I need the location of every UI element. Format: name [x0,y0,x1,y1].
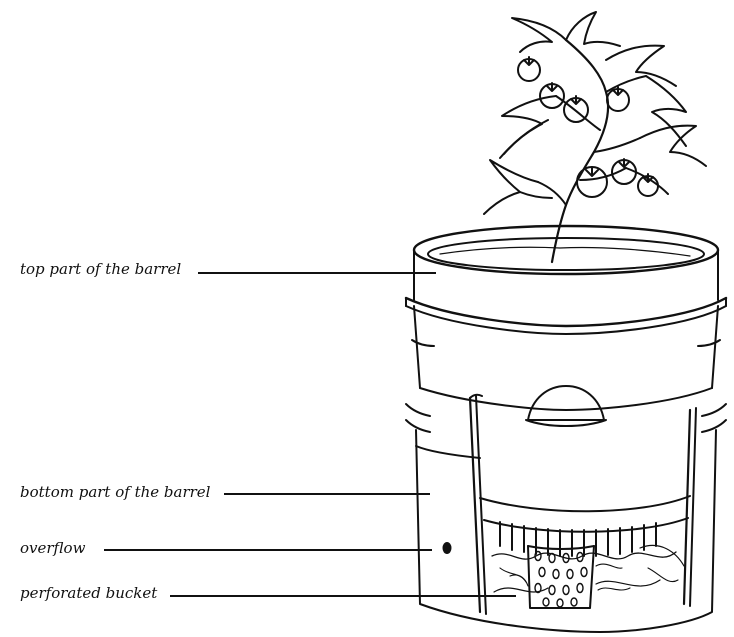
label-top-part: top part of the barrel [20,262,181,277]
leader-line-perforated-bucket [170,595,516,597]
label-overflow: overflow [20,541,85,556]
leader-line-top-part [198,272,436,274]
leader-line-bottom-part [224,493,430,495]
label-perforated-bucket: perforated bucket [20,586,157,601]
top-barrel [406,226,726,432]
perforated-bucket-drawing [510,546,630,608]
tomato-plant [484,12,706,262]
label-bottom-part: bottom part of the barrel [20,485,210,500]
leader-line-overflow [104,549,432,551]
